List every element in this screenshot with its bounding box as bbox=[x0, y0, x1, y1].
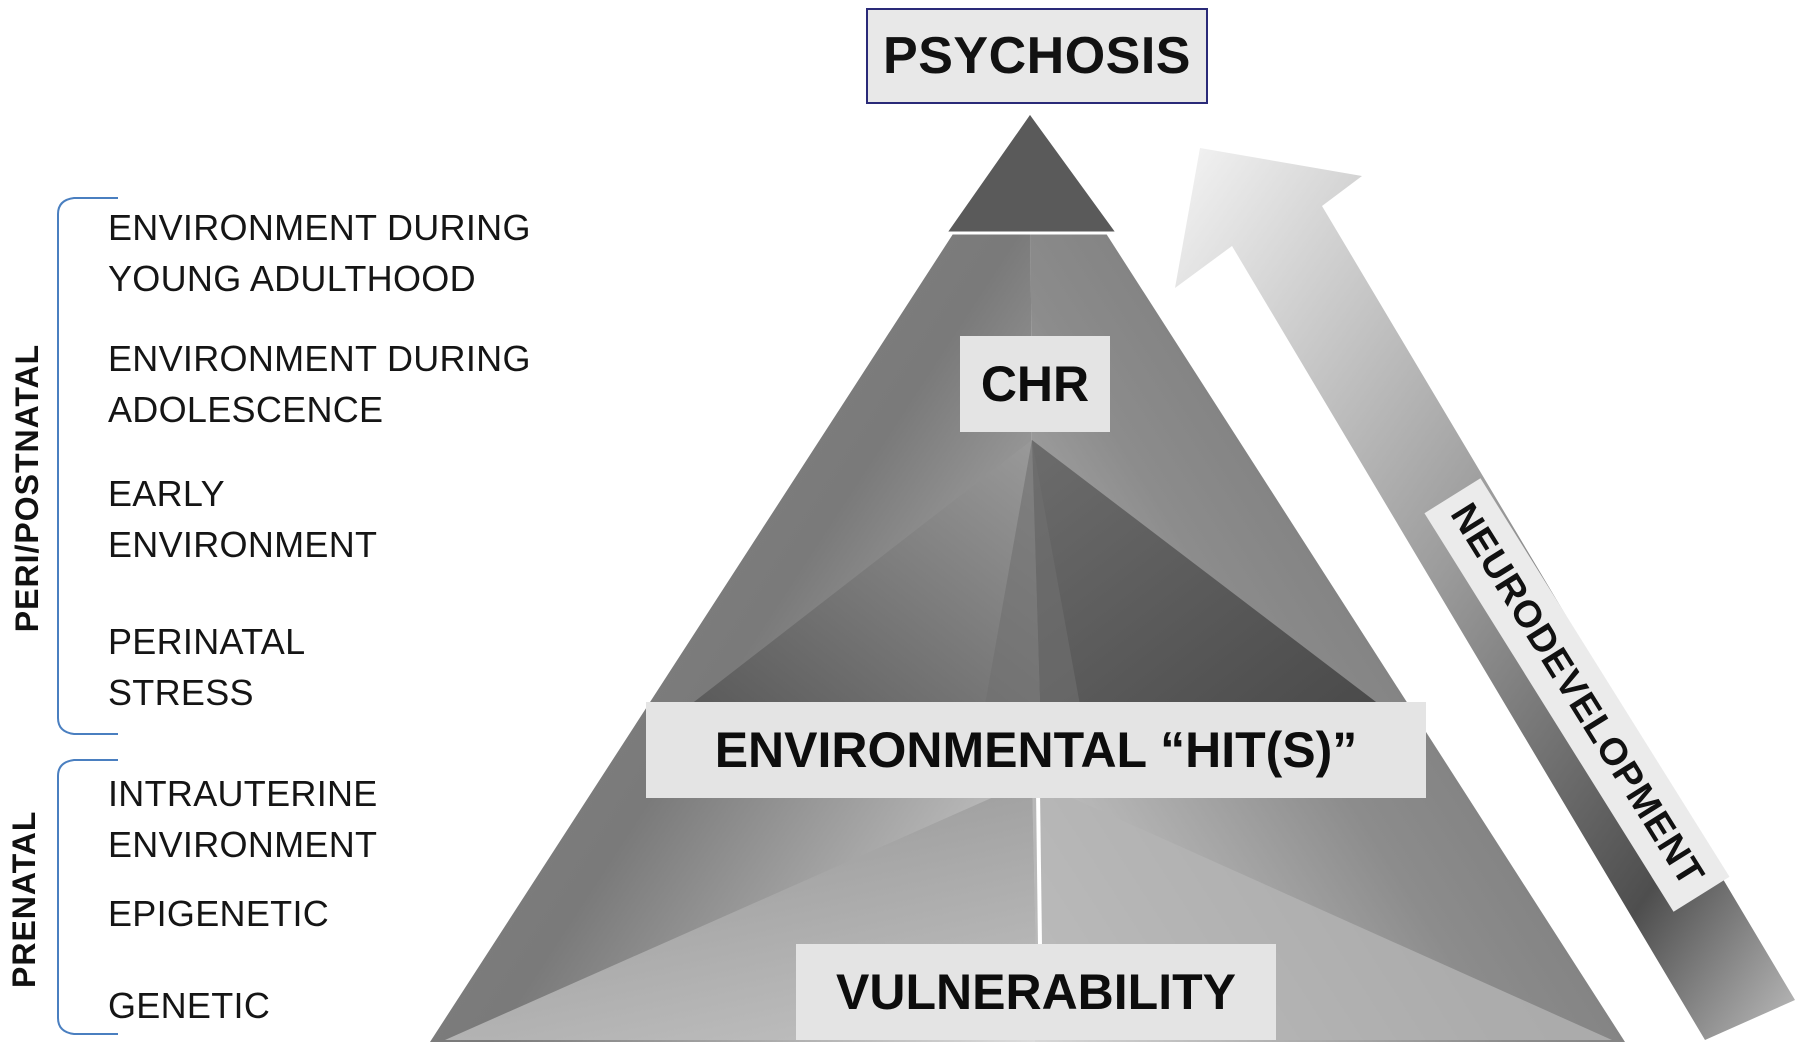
item-epigenetic: EPIGENETIC bbox=[108, 888, 329, 939]
inner-pyramid-right bbox=[1032, 440, 1380, 705]
prenatal-label: PRENATAL bbox=[6, 810, 42, 988]
item-line: ENVIRONMENT DURING bbox=[108, 338, 531, 379]
item-line: STRESS bbox=[108, 672, 254, 713]
item-line: YOUNG ADULTHOOD bbox=[108, 258, 476, 299]
item-line: EPIGENETIC bbox=[108, 893, 330, 934]
item-line: ADOLESCENCE bbox=[108, 389, 384, 430]
item-environment-adolescence: ENVIRONMENT DURING ADOLESCENCE bbox=[108, 333, 531, 435]
item-genetic: GENETIC bbox=[108, 980, 270, 1031]
item-line: ENVIRONMENT DURING bbox=[108, 207, 531, 248]
item-intrauterine-environment: INTRAUTERINE ENVIRONMENT bbox=[108, 768, 378, 870]
peri-postnatal-label: PERI/POSTNATAL bbox=[9, 343, 45, 633]
inner-pyramid-core bbox=[985, 440, 1080, 705]
environmental-hits-label: ENVIRONMENTAL “HIT(S)” bbox=[646, 702, 1426, 798]
item-line: ENVIRONMENT bbox=[108, 524, 378, 565]
peri-postnatal-bracket bbox=[57, 197, 118, 735]
vulnerability-label: VULNERABILITY bbox=[796, 944, 1276, 1040]
pyramid-right-face bbox=[1030, 115, 1625, 1042]
item-line: ENVIRONMENT bbox=[108, 824, 378, 865]
item-line: EARLY bbox=[108, 473, 225, 514]
prenatal-bracket bbox=[57, 759, 118, 1035]
item-line: INTRAUTERINE bbox=[108, 773, 378, 814]
item-environment-young-adulthood: ENVIRONMENT DURING YOUNG ADULTHOOD bbox=[108, 202, 531, 304]
chr-label: CHR bbox=[960, 336, 1110, 432]
inner-pyramid-left bbox=[690, 440, 1040, 705]
pyramid-center-seam bbox=[1036, 789, 1042, 947]
item-line: PERINATAL bbox=[108, 621, 306, 662]
item-early-environment: EARLY ENVIRONMENT bbox=[108, 468, 377, 570]
pyramid-left-face bbox=[430, 115, 1035, 1042]
pyramid-apex-segment bbox=[948, 115, 1115, 232]
item-perinatal-stress: PERINATAL STRESS bbox=[108, 616, 305, 718]
item-line: GENETIC bbox=[108, 985, 271, 1026]
psychosis-title-box: PSYCHOSIS bbox=[866, 8, 1208, 104]
